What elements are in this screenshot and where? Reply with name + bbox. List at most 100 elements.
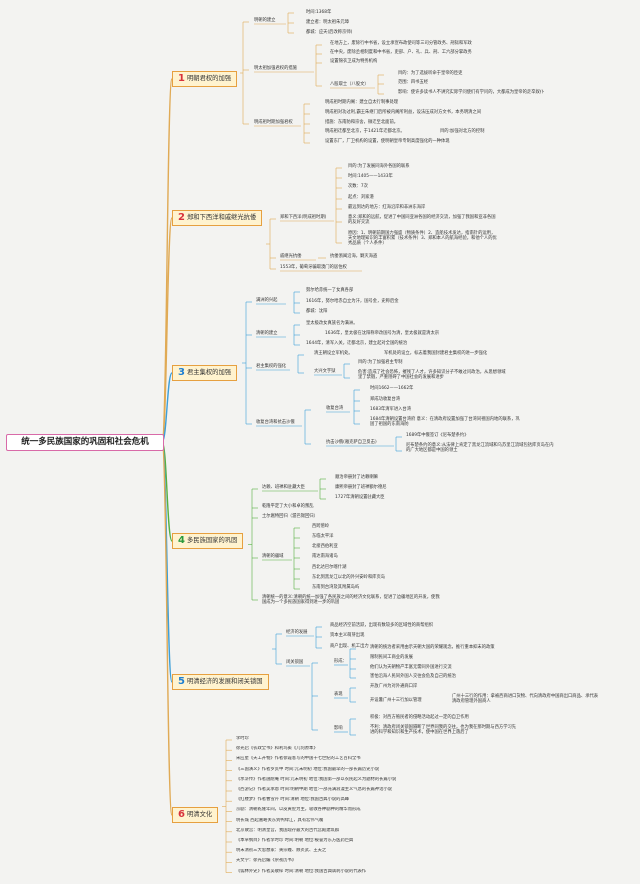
culture-item[interactable]: 北京故宫：明清皇宫，我国现存最大的古代宫殿建筑群 bbox=[236, 827, 340, 833]
node-label[interactable]: 1689年中俄签订《尼布楚条约》 bbox=[406, 433, 469, 438]
culture-item[interactable]: 明末清初三大思想家：黄宗羲、顾炎武、王夫之 bbox=[236, 848, 327, 854]
node-label[interactable]: 土尔扈特回归（渥巴锡回归） bbox=[262, 514, 318, 519]
node-label[interactable]: 目的：为了选拔听命于皇帝的臣吏 bbox=[398, 71, 463, 76]
node-label[interactable]: 清王朝设立军机处。 bbox=[314, 351, 353, 356]
node-label[interactable]: 西北达巴尔喀什湖 bbox=[312, 565, 347, 570]
node-label[interactable]: 最远到达的地方：红海沿岸和非洲东海岸 bbox=[348, 205, 426, 210]
node-label[interactable]: 明成祖迁都至北京，于1421年迁都北京。 bbox=[325, 129, 405, 134]
node-label[interactable]: 影响：使许多读书人不讲究实际学问使们有学问的，大都成为皇帝的走卒奴仆 bbox=[398, 90, 545, 95]
node-label[interactable]: 康熙帝册封了班禅额尔德尼 bbox=[335, 485, 387, 490]
culture-item[interactable]: 《儒林外史》作者吴敬梓 时间:清朝 地位:我国古典讽刺小说的代表作 bbox=[236, 868, 367, 874]
node-label[interactable]: 起点：刘家港 bbox=[348, 195, 374, 200]
node-label[interactable]: 措施：东南防和宗舍，微迁至北面前。 bbox=[325, 120, 399, 125]
node-label[interactable]: 目的:加强对北方的控制 bbox=[440, 129, 485, 134]
culture-item[interactable]: 京剧：清朝乾隆年间，以皮黄腔为主，吸收各种剧种的精华而形成 bbox=[236, 807, 361, 813]
node-label[interactable]: 抗倭浙闽沿海，剿灭海盗 bbox=[330, 254, 378, 259]
node-label[interactable]: 危害:造成了社会恐怖，摧残了人才，许多知识分子不敢过问政治，从思想领域里了禁锢，… bbox=[358, 370, 506, 380]
node-label[interactable]: 时间:1368年 bbox=[306, 10, 332, 15]
node-label[interactable]: 清朝统一的意义:清朝的统一加强了各民族之间的经济文化联系，促进了边疆地区的开发，… bbox=[262, 595, 440, 605]
node-label[interactable]: 明成祖时期加强君权 bbox=[254, 120, 293, 125]
central-topic[interactable]: 统一多民族国家的巩固和社会危机 bbox=[6, 434, 164, 451]
culture-item[interactable]: 李时珍 bbox=[236, 736, 249, 741]
node-label[interactable]: 清朝的统治者采用由示天朝大国的荣耀观念，推行重本抑末的政策 bbox=[370, 645, 495, 650]
node-label[interactable]: 1636年，皇太极在沈阳称帝改国号为清，皇太极就是清太宗 bbox=[325, 331, 440, 336]
node-label[interactable]: 1683年清军进入台湾 bbox=[370, 407, 412, 412]
node-label[interactable]: 君主集权的强化 bbox=[256, 364, 287, 369]
culture-item[interactable]: 《红楼梦》作者曹雪芹 时间:清朝 地位:我国古典小说的高峰 bbox=[236, 797, 350, 803]
node-label[interactable]: 设置锦衣卫成为特务机构 bbox=[330, 59, 378, 64]
node-label[interactable]: 意义:郑和的远航，促进了中国同亚洲各国的经济交流，加强了我国和亚非各国的友好交流 bbox=[348, 215, 496, 225]
node-label[interactable]: 影响 bbox=[334, 726, 343, 731]
node-label[interactable]: 形成： bbox=[334, 659, 347, 664]
node-label[interactable]: 开放广州为对外通商口岸 bbox=[370, 684, 418, 689]
node-label[interactable]: 1644年，清军入关，迁都北京，建立起对全国的统治 bbox=[306, 341, 408, 346]
culture-item[interactable]: 宋应星《天工开物》作者徐霞客写的中国十七世纪的工艺百科全书 bbox=[236, 756, 361, 762]
node-label[interactable]: 明成祖时期内阁：建立自太行制事处理 bbox=[325, 100, 399, 105]
node-label[interactable]: 军机处的设立，标志着我国封建君主集权的进一步强化 bbox=[384, 351, 488, 356]
culture-item[interactable]: 《水浒传》作者施耐庵 时间:元末明初 地位:我国第一部以农民起义为题材的长篇小说 bbox=[236, 776, 397, 782]
culture-item[interactable]: 天文学：徐光启编《崇祯历书》 bbox=[236, 858, 297, 864]
node-label[interactable]: 时间:1405——1433年 bbox=[348, 174, 393, 179]
culture-item[interactable]: 《三国演义》作者罗贯中 时间:元末明初 地位:我国最早的一部长篇历史小说 bbox=[236, 766, 380, 772]
node-label[interactable]: 收复台湾 bbox=[326, 406, 344, 411]
node-label[interactable]: 商品经济空前活跃，出现有数较多的区域性的商帮组织 bbox=[330, 623, 434, 628]
node-label[interactable]: 1684年清朝设置台湾府 意义：在清政府设置加强了台湾同祖国内地的联系，巩固了祖… bbox=[370, 417, 520, 427]
node-label[interactable]: 东南到台湾及其附属岛屿 bbox=[312, 585, 360, 590]
node-label[interactable]: 开设暑广州十三行加以管理 bbox=[370, 698, 422, 703]
node-label[interactable]: 害怕沿海人民同外国人交往会危及自己的统治 bbox=[370, 674, 456, 679]
node-label[interactable]: 设置东厂，厂卫机构的设置，使明朝皇帝专制高度强化的一种体现 bbox=[325, 139, 450, 144]
node-label[interactable]: 明成祖对功过利,霸王朱继门后所被内阁所利益，设法压成对方文书，本务明清之间 bbox=[325, 110, 482, 115]
node-label[interactable]: 1553年，葡萄牙骗取澳门的居住权 bbox=[280, 265, 347, 270]
node-label[interactable]: 收复台湾和抗击沙俄 bbox=[256, 420, 295, 425]
node-label[interactable]: 不利：清政府闭关锁国隔断了世界同我的交往，也为我在那时期与西方学习先进的科学和知… bbox=[370, 725, 517, 735]
node-label[interactable]: 满洲的兴起 bbox=[256, 298, 278, 303]
node-label[interactable]: 他们认为天朝物产丰富无需同外国进行交流 bbox=[370, 665, 452, 670]
node-label[interactable]: 积极：对西方殖民者的侵略活动起过一定的自卫作用 bbox=[370, 715, 469, 720]
node-label[interactable]: 抗击沙俄(雅克萨自卫反击) bbox=[326, 440, 377, 445]
node-label[interactable]: 限制民间工商业的发展 bbox=[370, 655, 413, 660]
node-label[interactable]: 东北到黑龙江以北的外兴安岭和库页岛 bbox=[312, 575, 386, 580]
node-label[interactable]: 在地方上，废除行中书省，设立承宣布政使司等三司分管政务、刑狱和军政 bbox=[330, 41, 472, 46]
node-label[interactable]: 时间1662——1662年 bbox=[370, 386, 414, 391]
node-label[interactable]: 大兴文字狱 bbox=[314, 369, 336, 374]
culture-item[interactable]: 明长城 西起嘉峪关东到鸭绿江，具有宏伟气魄 bbox=[236, 817, 324, 823]
node-label[interactable]: 东临太平洋 bbox=[312, 534, 334, 539]
culture-item[interactable]: 《本草纲目》作者李时珍 时间:明朝 地位:被誉为东方医药巨典 bbox=[236, 838, 354, 843]
node-label[interactable]: 尼布楚条约的意义:从法律上肯定了黑龙江流域和乌苏里江流域包括库页岛在内的广大地区… bbox=[406, 443, 554, 453]
node-label[interactable]: 资本主义萌芽出现 bbox=[330, 633, 365, 638]
node-label[interactable]: 达赖、班禅和驻藏大臣 bbox=[262, 485, 305, 490]
node-label[interactable]: 明太祖加强君权的措施 bbox=[254, 66, 297, 71]
node-label[interactable]: 皇太极改女真族名为满洲。 bbox=[306, 321, 358, 326]
node-label[interactable]: 都城：应天(后改称京师) bbox=[306, 30, 353, 35]
node-label[interactable]: 1616年，努尔哈赤自立为汗，国号金，史称后金 bbox=[306, 299, 399, 304]
node-label[interactable]: 在中央，废除丞相制度和中书省，吏部、户、礼、兵、刑、工六部分掌政务 bbox=[330, 50, 472, 55]
culture-item[interactable]: 《西游记》作者吴承恩 时间:明朝中期 地位:一部充满浪漫主义气息的长篇神话小说 bbox=[236, 787, 393, 792]
node-label[interactable]: 南达南海诸岛 bbox=[312, 554, 338, 559]
node-label[interactable]: 闭关锁国 bbox=[286, 660, 304, 665]
node-label[interactable]: 郑成功收复台湾 bbox=[370, 397, 401, 402]
node-label[interactable]: 目的:为了发展同海外各国的联系 bbox=[348, 164, 410, 169]
node-label[interactable]: 北接西伯利亚 bbox=[312, 544, 338, 549]
node-label[interactable]: 明朝的建立 bbox=[254, 18, 276, 23]
node-label[interactable]: 戚继光抗倭 bbox=[280, 254, 302, 259]
node-label[interactable]: 1727年清朝设置驻藏大臣 bbox=[335, 495, 385, 500]
node-label[interactable]: 建立者：明太祖朱元璋 bbox=[306, 20, 349, 25]
node-label[interactable]: 商户出现、机工出力 bbox=[330, 644, 369, 649]
node-label[interactable]: 都城：沈阳 bbox=[306, 309, 328, 314]
node-label[interactable]: 清朝的建立 bbox=[256, 331, 278, 336]
node-label[interactable]: 广州十三行的作用：拿被西商进口货物、代向清政府中国商出口商品、承代表清政府管理外… bbox=[452, 694, 599, 704]
node-label[interactable]: 次数：7次 bbox=[348, 184, 368, 189]
node-label[interactable]: 范围：四书五经 bbox=[398, 80, 429, 85]
node-label[interactable]: 八股取士（八股文） bbox=[330, 82, 369, 87]
node-label[interactable]: 目的:为了加强君主专制 bbox=[358, 360, 403, 365]
node-label[interactable]: 原因：1、明朝前期国力强盛（物质条件）2、造船技术发达，指南针的运用，天文地理知… bbox=[348, 231, 497, 246]
node-label[interactable]: 乾隆平定了大小和卓的叛乱 bbox=[262, 504, 314, 509]
node-label[interactable]: 清朝的疆域 bbox=[262, 554, 284, 559]
node-label[interactable]: 西跨葱岭 bbox=[312, 524, 330, 529]
